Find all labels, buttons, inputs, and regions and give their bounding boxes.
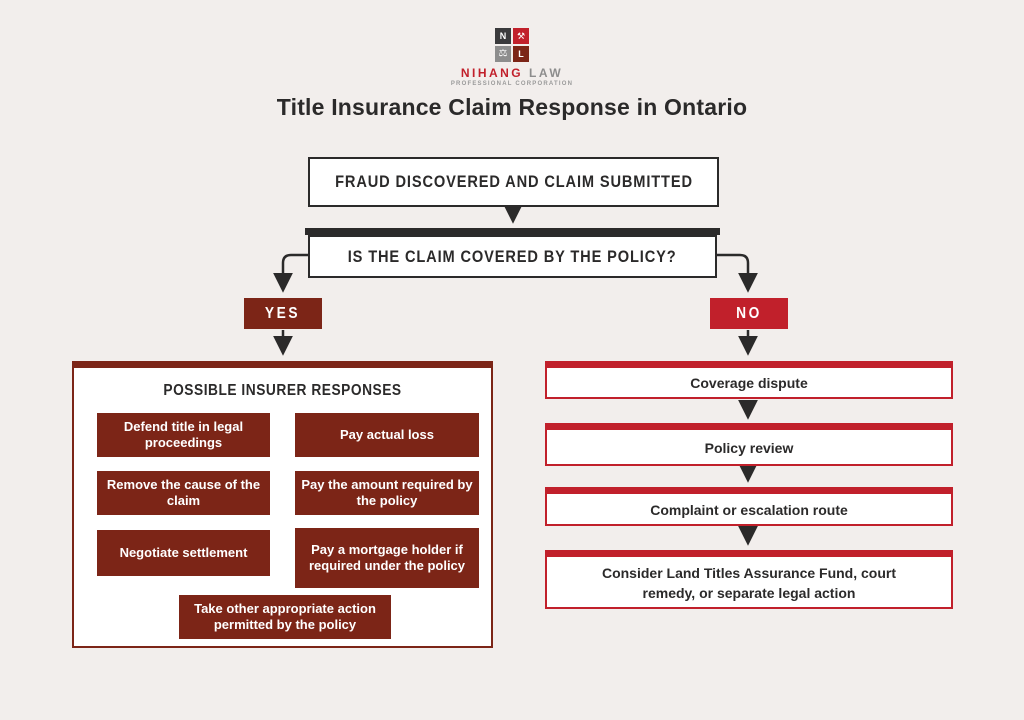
insurer-responses-heading: POSSIBLE INSURER RESPONSES xyxy=(163,382,402,399)
no-badge-label: NO xyxy=(736,304,762,322)
decision-top-bar xyxy=(305,228,720,235)
step-top-bar xyxy=(545,423,953,430)
step-top-bar xyxy=(545,361,953,368)
flow-node-decision-label: IS THE CLAIM COVERED BY THE POLICY? xyxy=(348,246,677,266)
logo-square-n: N xyxy=(495,28,511,44)
response-pay-mortgage-holder: Pay a mortgage holder if required under … xyxy=(295,528,479,588)
scales-icon: ⚖ xyxy=(495,46,511,62)
gavel-icon: ⚒ xyxy=(513,28,529,44)
response-pay-amount-required: Pay the amount required by the policy xyxy=(295,471,479,515)
logo-tagline: PROFESSIONAL CORPORATION xyxy=(450,81,574,87)
response-other-action: Take other appropriate action permitted … xyxy=(179,595,391,639)
insurer-responses-panel: POSSIBLE INSURER RESPONSES Defend title … xyxy=(72,361,493,648)
logo-name-primary: NIHANG xyxy=(460,66,524,80)
flow-node-start: FRAUD DISCOVERED AND CLAIM SUBMITTED xyxy=(308,157,719,207)
response-defend-title: Defend title in legal proceedings xyxy=(97,413,270,457)
logo-square-l: L xyxy=(513,46,529,62)
step-policy-review: Policy review xyxy=(545,423,953,466)
response-pay-actual-loss: Pay actual loss xyxy=(295,413,479,457)
logo-name-secondary: LAW xyxy=(529,66,564,80)
no-badge: NO xyxy=(710,298,788,329)
flow-node-decision: IS THE CLAIM COVERED BY THE POLICY? xyxy=(308,235,717,278)
step-complaint-escalation: Complaint or escalation route xyxy=(545,487,953,526)
step-coverage-dispute: Coverage dispute xyxy=(545,361,953,399)
page-title: Title Insurance Claim Response in Ontari… xyxy=(276,94,748,120)
step-top-bar xyxy=(545,487,953,494)
nihang-law-logo: N ⚒ ⚖ L NIHANG LAW PROFESSIONAL CORPORAT… xyxy=(0,28,1024,87)
step-top-bar xyxy=(545,550,953,557)
insurer-responses-top-bar xyxy=(72,361,493,368)
flow-node-start-label: FRAUD DISCOVERED AND CLAIM SUBMITTED xyxy=(334,172,693,191)
logo-wordmark: NIHANG LAW xyxy=(461,66,563,80)
response-remove-cause: Remove the cause of the claim xyxy=(97,471,270,515)
logo-grid: N ⚒ ⚖ L xyxy=(495,28,529,62)
yes-badge-label: YES xyxy=(265,304,301,322)
response-negotiate-settlement: Negotiate settlement xyxy=(97,530,270,576)
yes-badge: YES xyxy=(244,298,322,329)
step-assurance-fund: Consider Land Titles Assurance Fund, cou… xyxy=(545,550,953,609)
